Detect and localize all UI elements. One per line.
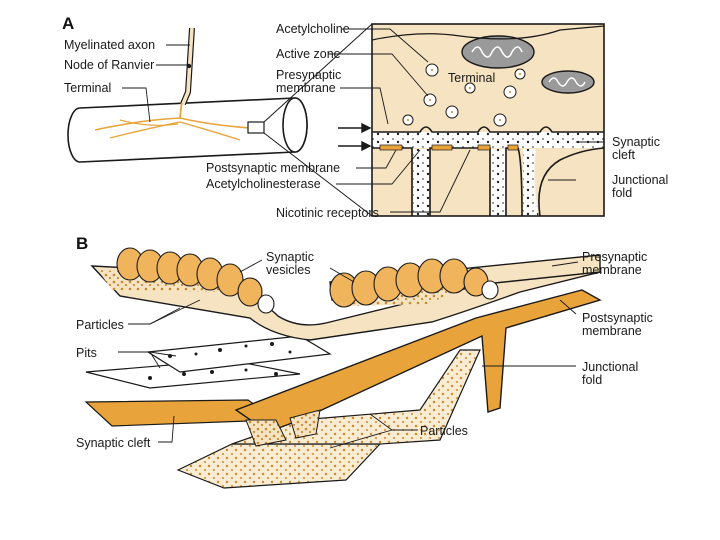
label-junctional-fold-a-2: fold: [612, 186, 633, 200]
inset-frame: [371, 23, 605, 217]
label-presynaptic-membrane-b-1: Presynaptic: [582, 250, 648, 264]
label-synaptic-vesicles-1: Synaptic: [266, 250, 314, 264]
label-postsynaptic-membrane-a: Postsynaptic membrane: [206, 161, 341, 175]
label-junctional-fold-b-1: Junctional: [582, 360, 639, 374]
synaptic-vesicle-row-right: [329, 258, 499, 308]
label-active-zone: Active zone: [276, 47, 341, 61]
leader-lines-a: [122, 28, 604, 213]
label-pits: Pits: [76, 346, 97, 360]
postsynaptic-sheet: [234, 289, 602, 447]
label-postsynaptic-membrane-b-2: membrane: [582, 324, 642, 338]
nerve-fiber: [180, 27, 195, 106]
label-postsynaptic-membrane-b-1: Postsynaptic: [582, 311, 653, 325]
label-synaptic-vesicles-2: vesicles: [266, 263, 311, 277]
label-nicotinic-receptors: Nicotinic receptors: [276, 206, 379, 220]
synaptic-vesicle-row-left: [116, 247, 275, 314]
label-particles-left: Particles: [76, 318, 124, 332]
panel-b-letter: B: [76, 234, 89, 253]
label-presynaptic-membrane-a-1: Presynaptic: [276, 68, 342, 82]
label-synaptic-cleft-b: Synaptic cleft: [76, 436, 151, 450]
label-acetylcholinesterase: Acetylcholinesterase: [206, 177, 321, 191]
label-synaptic-cleft-a-2: cleft: [612, 148, 635, 162]
label-terminal-inset: Terminal: [448, 71, 496, 85]
label-junctional-fold-b-2: fold: [582, 373, 603, 387]
label-node-of-ranvier: Node of Ranvier: [64, 58, 155, 72]
panel-a-letter: A: [62, 14, 75, 33]
label-acetylcholine: Acetylcholine: [276, 22, 350, 36]
label-junctional-fold-a-1: Junctional: [612, 173, 669, 187]
label-presynaptic-membrane-a-2: membrane: [276, 81, 336, 95]
label-terminal-left: Terminal: [64, 81, 112, 95]
label-myelinated-axon: Myelinated axon: [64, 38, 156, 52]
leader-lines-b: [118, 259, 579, 449]
cleft-arrows: [338, 122, 372, 152]
label-particles-right: Particles: [420, 424, 468, 438]
pits-plates: [85, 335, 332, 389]
label-presynaptic-membrane-b-2: membrane: [582, 263, 642, 277]
myelinated-axon-cylinder: [67, 97, 308, 163]
label-synaptic-cleft-a-1: Synaptic: [612, 135, 660, 149]
postsynaptic-floor: [176, 349, 481, 489]
terminal-inset: [372, 24, 604, 216]
